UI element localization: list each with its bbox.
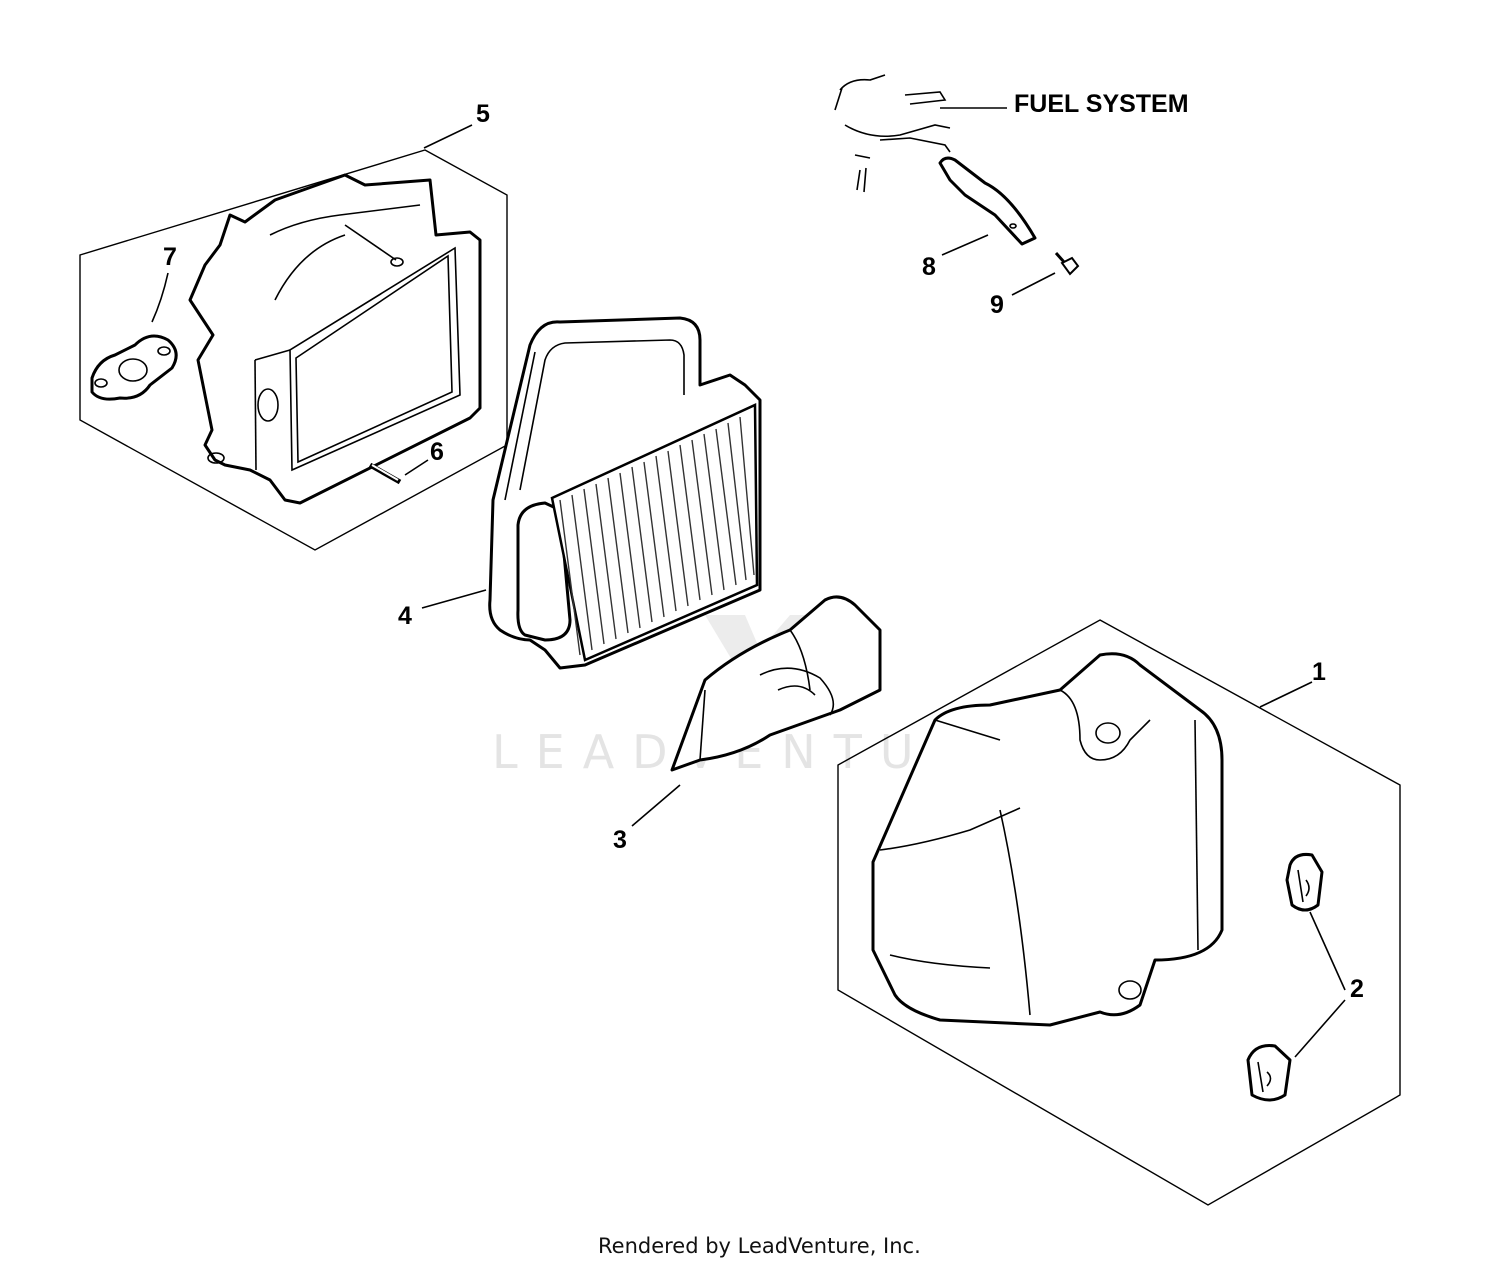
callout-1: 1: [1312, 658, 1326, 686]
fuel-system-fragment: [834, 74, 951, 193]
leader-lines: [151, 107, 1346, 1058]
callout-6: 6: [430, 438, 444, 466]
callout-2: 2: [1350, 975, 1364, 1003]
cover-part-1: [871, 652, 1224, 1027]
kit-5-group: [79, 149, 508, 551]
callout-7: 7: [163, 243, 177, 271]
knob-part-2-lower: [1246, 1044, 1292, 1102]
stud-part-6: [368, 462, 402, 485]
air-filter-element-part-4: [488, 316, 762, 670]
air-filter-base-part-5: [188, 173, 482, 505]
kit-1-group: [837, 619, 1401, 1206]
callout-9: 9: [990, 291, 1004, 319]
callout-4: 4: [398, 602, 412, 630]
bracket-part-8: [938, 156, 1037, 246]
gasket-part-7: [90, 334, 178, 401]
filter-pleats: [550, 403, 759, 662]
screw-part-9: [1054, 252, 1080, 276]
fuel-system-label: FUEL SYSTEM: [1014, 90, 1189, 118]
knob-part-2-upper: [1285, 853, 1324, 912]
callout-8: 8: [922, 253, 936, 281]
footer-credit: Rendered by LeadVenture, Inc.: [598, 1234, 921, 1258]
pre-cleaner-part-3: [670, 595, 882, 772]
callout-5: 5: [476, 100, 490, 128]
callout-3: 3: [613, 826, 627, 854]
